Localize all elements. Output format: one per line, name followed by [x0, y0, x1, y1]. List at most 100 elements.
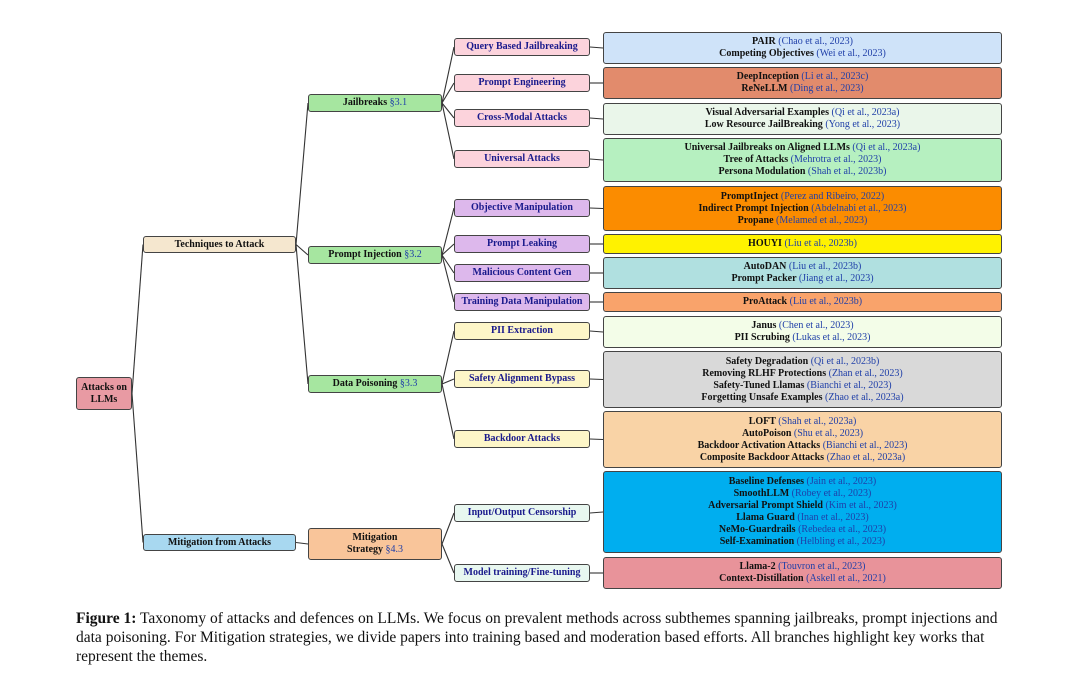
work-name: PromptInject [720, 190, 781, 202]
caption-label: Figure 1: [76, 610, 137, 627]
work-name: Visual Adversarial Examples [705, 107, 832, 118]
work-name: LOFT [748, 415, 779, 427]
work-entry: Safety Degradation (Qi et al., 2023b) [726, 356, 880, 368]
work-entry: Baseline Defenses (Jain et al., 2023) [729, 476, 876, 488]
works-pl: HOUYI (Liu et al., 2023b) [603, 234, 1002, 254]
subcategory-dp: Data Poisoning §3.3 [308, 375, 442, 393]
work-name: PAIR [752, 36, 779, 47]
work-name: SmoothLLM [733, 488, 792, 499]
connector [441, 330, 455, 385]
works-mtf: Llama-2 (Touvron et al., 2023)Context-Di… [603, 557, 1002, 589]
work-entry: Propane (Melamed et al., 2023) [738, 215, 868, 227]
root-label-line2: LLMs [90, 393, 118, 405]
category-tech: Techniques to Attack [143, 236, 296, 253]
work-citation: (Qi et al., 2023b) [810, 355, 880, 367]
work-name: Backdoor Activation Attacks [697, 439, 823, 451]
works-ioc: Baseline Defenses (Jain et al., 2023)Smo… [603, 471, 1002, 553]
work-entry: Backdoor Activation Attacks (Bianchi et … [698, 440, 908, 452]
work-citation: (Qi et al., 2023a) [831, 107, 900, 118]
work-citation: (Zhan et al., 2023) [828, 367, 903, 379]
theme-sab: Safety Alignment Bypass [454, 370, 590, 388]
work-name: DeepInception [736, 71, 802, 82]
connector [589, 438, 604, 441]
work-citation: (Zhao et al., 2023a) [825, 391, 904, 403]
work-entry: Self-Examination (Helbling et al., 2023) [720, 536, 886, 548]
work-citation: (Qi et al., 2023a) [852, 142, 921, 153]
work-citation: (Abdelnabi et al., 2023) [811, 202, 907, 214]
theme-cma: Cross-Modal Attacks [454, 109, 590, 127]
theme-label: Cross-Modal Attacks [476, 112, 568, 123]
work-citation: (Askell et al., 2021) [806, 573, 886, 584]
works-qbj: PAIR (Chao et al., 2023)Competing Object… [603, 32, 1002, 64]
work-entry: Llama Guard (Inan et al., 2023) [736, 512, 869, 524]
connector [441, 378, 455, 385]
work-name: AutoDAN [743, 261, 789, 272]
work-citation: (Melamed et al., 2023) [776, 214, 868, 226]
theme-label: Backdoor Attacks [483, 433, 561, 444]
theme-label: PII Extraction [491, 325, 553, 336]
work-citation: (Bianchi et al., 2023) [822, 439, 908, 451]
work-entry: Prompt Packer (Jiang et al., 2023) [731, 273, 873, 285]
connector-lines [131, 46, 604, 574]
works-mcg: AutoDAN (Liu et al., 2023b)Prompt Packer… [603, 257, 1002, 289]
connector [441, 243, 455, 256]
subcategory-label: Jailbreaks [342, 97, 390, 108]
subcategory-pi: Prompt Injection §3.2 [308, 246, 442, 264]
theme-ua: Universal Attacks [454, 150, 590, 168]
connector [589, 117, 604, 120]
connector [441, 82, 455, 104]
subcategory-label-line2: Strategy [346, 544, 386, 555]
theme-label: Prompt Engineering [478, 77, 566, 88]
work-citation: (Liu et al., 2023b) [784, 238, 857, 249]
work-name: Competing Objectives [719, 48, 817, 59]
work-entry: AutoDAN (Liu et al., 2023b) [744, 261, 862, 273]
theme-label: Universal Attacks [484, 153, 560, 164]
work-name: PII Scrubing [734, 332, 793, 343]
work-citation: (Chen et al., 2023) [778, 320, 854, 331]
work-citation: (Kim et al., 2023) [825, 500, 897, 511]
work-citation: (Mehrotra et al., 2023) [790, 154, 882, 165]
work-entry: Composite Backdoor Attacks (Zhao et al.,… [700, 452, 905, 464]
figure-caption: Figure 1: Taxonomy of attacks and defenc… [76, 609, 1016, 666]
theme-mtf: Model training/Fine-tuning [454, 564, 590, 582]
work-name: Adversarial Prompt Shield [708, 500, 826, 511]
theme-pl: Prompt Leaking [454, 235, 590, 253]
theme-label: Input/Output Censorship [467, 507, 577, 518]
work-entry: PAIR (Chao et al., 2023) [752, 36, 853, 48]
section-ref: §4.3 [385, 544, 404, 555]
work-citation: (Touvron et al., 2023) [778, 561, 866, 572]
works-ua: Universal Jailbreaks on Aligned LLMs (Qi… [603, 138, 1002, 182]
work-name: Self-Examination [719, 536, 797, 547]
work-entry: Tree of Attacks (Mehrotra et al., 2023) [724, 154, 882, 166]
work-entry: Llama-2 (Touvron et al., 2023) [740, 561, 866, 573]
work-citation: (Wei et al., 2023) [816, 48, 886, 59]
work-name: HOUYI [748, 238, 785, 249]
connector [441, 254, 455, 303]
connector [441, 46, 455, 104]
theme-label: Model training/Fine-tuning [463, 567, 581, 578]
connector [589, 207, 604, 210]
work-citation: (Shah et al., 2023a) [778, 415, 857, 427]
work-entry: ProAttack (Liu et al., 2023b) [743, 296, 862, 308]
subcategory-label-line1: Mitigation [352, 532, 398, 543]
connector [295, 102, 309, 245]
work-name: Context-Distillation [719, 573, 807, 584]
theme-ba: Backdoor Attacks [454, 430, 590, 448]
work-citation: (Inan et al., 2023) [797, 512, 869, 523]
connector [589, 46, 604, 49]
work-name: Forgetting Unsafe Examples [701, 391, 825, 403]
work-citation: (Shu et al., 2023) [793, 427, 864, 439]
work-entry: Janus (Chen et al., 2023) [751, 320, 853, 332]
work-citation: (Robey et al., 2023) [791, 488, 872, 499]
theme-label: Objective Manipulation [471, 202, 573, 213]
theme-label: Training Data Manipulation [461, 296, 583, 307]
work-entry: AutoPoison (Shu et al., 2023) [742, 428, 863, 440]
work-entry: Low Resource JailBreaking (Yong et al., … [705, 119, 900, 131]
connector [589, 378, 604, 381]
subcategory-jb: Jailbreaks §3.1 [308, 94, 442, 112]
theme-label: Prompt Leaking [486, 238, 558, 249]
work-entry: LOFT (Shah et al., 2023a) [749, 416, 857, 428]
theme-tdm: Training Data Manipulation [454, 293, 590, 311]
